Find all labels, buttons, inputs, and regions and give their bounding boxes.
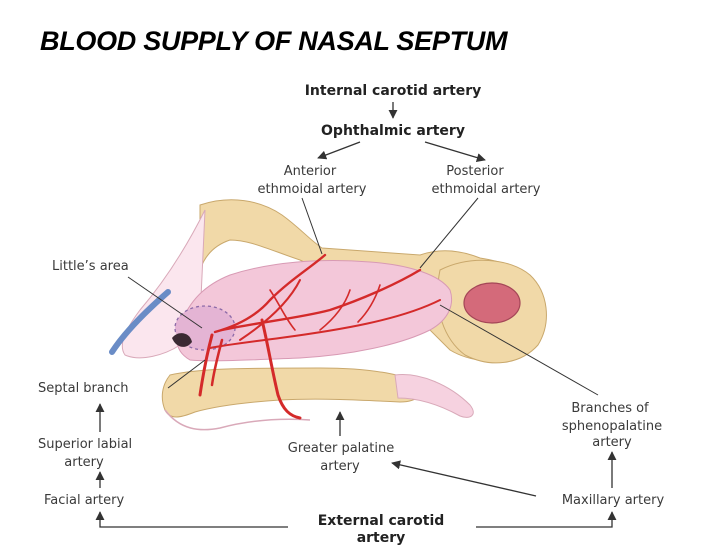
anterior-ethmoidal-leader [301, 197, 323, 255]
greater-palatine-label-line2: artery [320, 459, 360, 474]
greater-palatine-artery-line [260, 318, 302, 420]
littles-area-label: Little’s area [52, 259, 129, 274]
posterior-ethmoidal-label-line1: Posterior [446, 164, 504, 179]
superior-labial-label-line1: Superior labial [38, 437, 132, 452]
external-carotid-label-line2: artery [357, 530, 406, 546]
ophthalmic-to-anterior-arrow [317, 141, 361, 160]
posterior-ethmoidal-label-line2: ethmoidal artery [432, 182, 541, 197]
posterior-ethmoidal-leader [419, 197, 479, 269]
ophthalmic-to-posterior-arrow [424, 141, 486, 163]
maxillary-to-greater-palatine-arrow [391, 460, 537, 497]
sphenopalatine-leader [439, 304, 599, 396]
anterior-ethmoidal-artery-line [213, 253, 327, 334]
septal-branch-line [198, 333, 214, 397]
sphenoid-sinus [463, 282, 521, 324]
external-to-maxillary-arrow [476, 511, 617, 528]
anterior-ethmoidal-label-line2: ethmoidal artery [258, 182, 367, 197]
superior-labial-label-line2: artery [64, 455, 104, 470]
hard-palate [161, 367, 423, 418]
soft-palate [394, 374, 474, 418]
oral-mucosa [164, 409, 311, 431]
maxillary-artery-label: Maxillary artery [562, 493, 665, 508]
slide-title: BLOOD SUPPLY OF NASAL SEPTUM [40, 26, 508, 56]
internal-carotid-label: Internal carotid artery [305, 83, 482, 99]
posterior-ethmoidal-artery-line [220, 268, 422, 332]
septal-branch-label: Septal branch [38, 381, 129, 396]
sphenopalatine-label-line3: artery [592, 435, 632, 450]
littles-area-leader [127, 276, 203, 329]
external-to-facial-arrow [95, 511, 288, 528]
arteries [198, 253, 441, 420]
septal-branch-leader [167, 359, 206, 389]
nasal-cartilage [109, 289, 171, 355]
external-carotid-label-line1: External carotid [318, 513, 445, 529]
nostril [172, 333, 192, 347]
sphenopalatine-label-line2: sphenopalatine [562, 419, 662, 434]
anterior-ethmoidal-label-line1: Anterior [284, 164, 337, 179]
anatomy-illustration [109, 199, 547, 431]
ophthalmic-label: Ophthalmic artery [321, 123, 465, 139]
sphenopalatine-branch-line [209, 299, 441, 349]
facial-artery-label: Facial artery [44, 493, 124, 508]
greater-palatine-label-line1: Greater palatine [288, 441, 394, 456]
sphenopalatine-label-line1: Branches of [571, 401, 649, 416]
